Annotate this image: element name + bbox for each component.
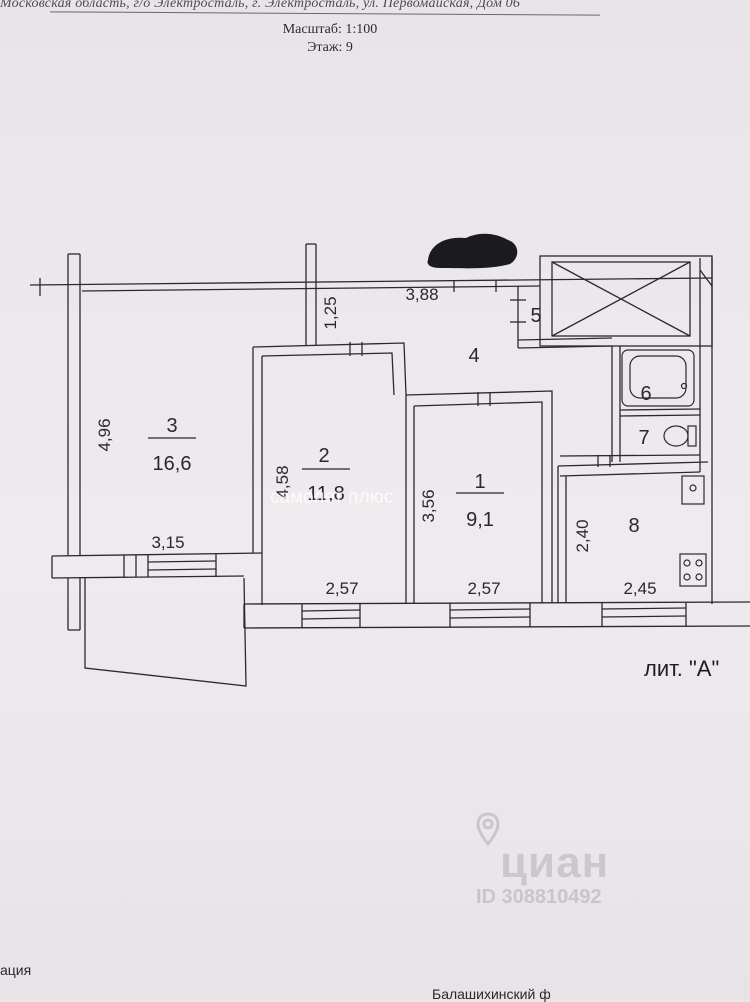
- room1-number: 1: [474, 471, 485, 493]
- stove-icon: [679, 553, 707, 587]
- dim-room8-height: 2,40: [573, 519, 592, 552]
- toilet-icon: [663, 425, 697, 447]
- bottom-wall-inner: [243, 601, 750, 605]
- dim-room1-height: 3,56: [419, 489, 438, 522]
- room2-area: 11,8: [307, 483, 344, 505]
- dim-room3-width: 3,15: [151, 533, 184, 552]
- dim-room2-width: 2,57: [325, 579, 358, 598]
- balcony-wall-top: [51, 552, 263, 557]
- room1-outline: [405, 390, 553, 603]
- walls: [29, 243, 750, 687]
- room8-number: 8: [628, 515, 639, 537]
- dim-top-span: 3,88: [405, 285, 438, 304]
- top-wall-inner: [81, 285, 541, 292]
- room7-number: 7: [638, 427, 649, 449]
- floor-label: Этаж: 9: [307, 40, 353, 55]
- top-wall-outer: [29, 277, 713, 286]
- room5-number: 5: [530, 305, 541, 327]
- sink-icon: [681, 475, 705, 505]
- room3-area: 16,6: [153, 453, 192, 475]
- footer-right-text: Балашихинский ф: [432, 986, 551, 1002]
- dim-corridor-depth: 1,25: [321, 296, 340, 329]
- address-header: Московская область, г/о Электросталь, г.…: [0, 0, 521, 11]
- shaft-box: [539, 255, 713, 347]
- dim-room3-height: 4,96: [95, 418, 114, 451]
- cian-watermark: циан: [500, 838, 610, 887]
- redaction-mark: [427, 233, 518, 269]
- room1-area: 9,1: [466, 509, 494, 531]
- room2-number: 2: [318, 445, 329, 467]
- bathtub-icon: [621, 349, 695, 407]
- room8-top-wall: [557, 461, 709, 467]
- room6-number: 6: [640, 383, 651, 405]
- room2-top-wall: [252, 342, 407, 396]
- scale-label: Масштаб: 1:100: [282, 22, 378, 37]
- dim-room2-height: 4,58: [273, 465, 292, 498]
- bottom-wall-outer: [243, 625, 750, 629]
- cian-id-watermark: ID 308810492: [476, 886, 602, 908]
- dim-room1-width: 2,57: [467, 579, 500, 598]
- location-pin-icon: [476, 812, 500, 846]
- room4-number: 4: [468, 345, 479, 367]
- lit-label: лит. "А": [644, 656, 720, 681]
- footer-left-text: ация: [0, 962, 32, 978]
- samolet-watermark: самолет плюс: [270, 487, 394, 508]
- room3-number: 3: [166, 415, 177, 437]
- dim-room8-width: 2,45: [623, 579, 656, 598]
- balcony-outline: [84, 577, 247, 687]
